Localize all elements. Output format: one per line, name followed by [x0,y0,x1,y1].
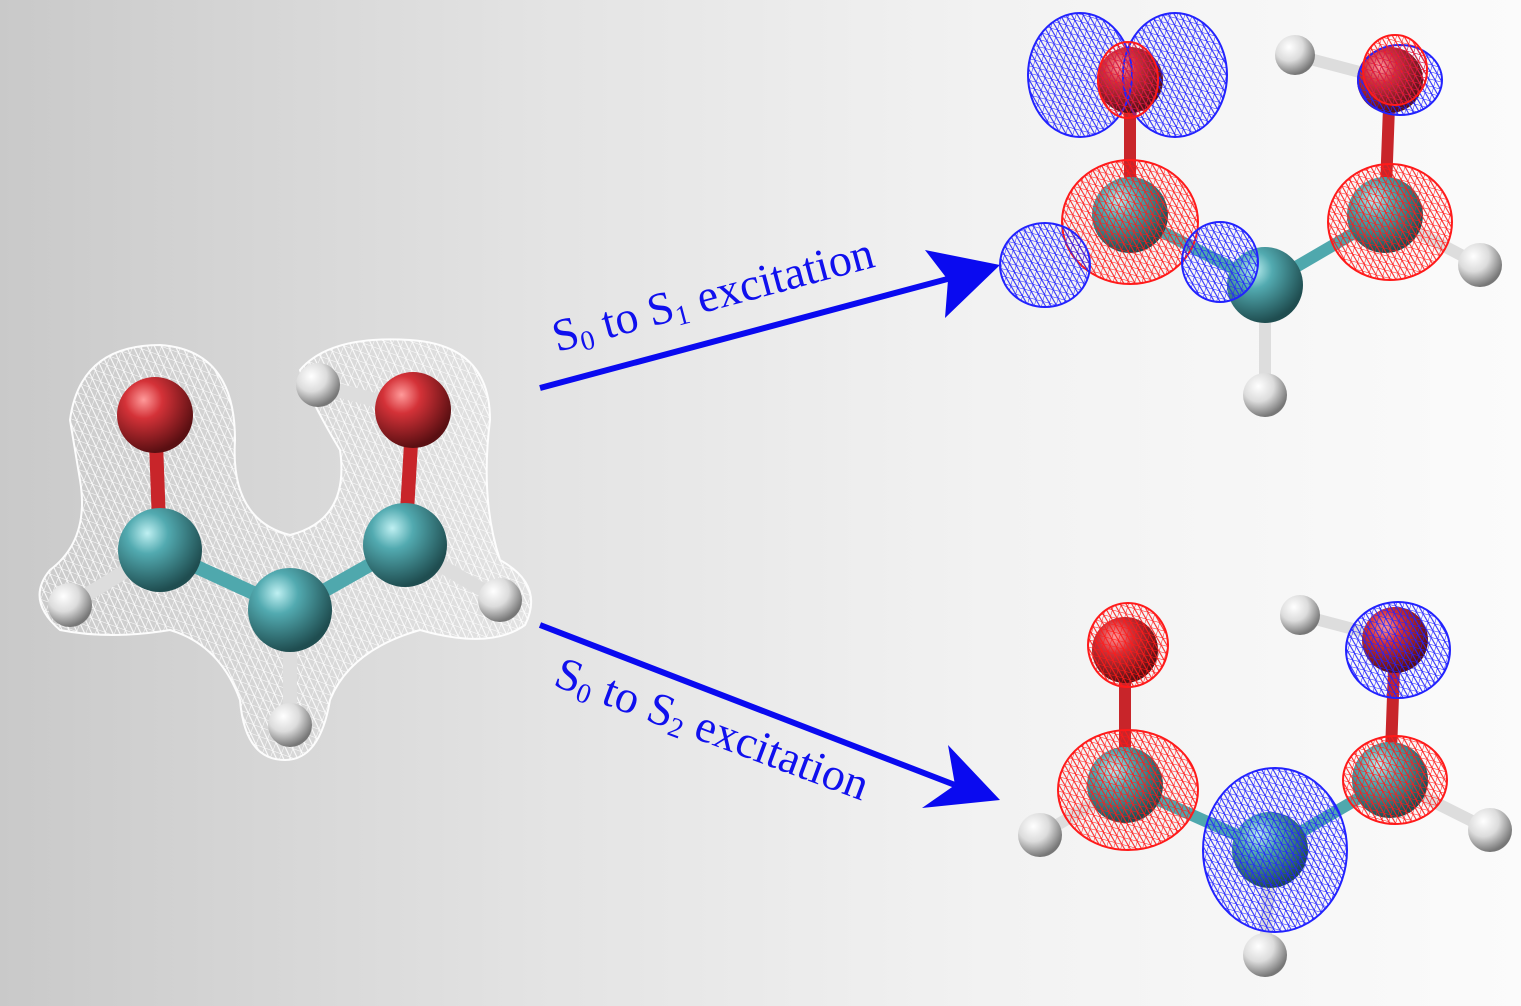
oxygen-atom [375,372,451,448]
oxygen-atom [117,377,193,453]
hydrogen-atom [1468,808,1512,852]
hydrogen-atom [48,583,92,627]
carbon-atom [118,508,202,592]
s0-to-s2-label: S0 to S2 excitation [547,647,876,813]
hydrogen-atom [1018,813,1062,857]
hydrogen-atom [1280,595,1320,635]
positive-orbital-lobe [1097,41,1159,119]
hydrogen-atom [1275,35,1315,75]
carbon-atom [363,503,447,587]
positive-orbital-lobe [1061,159,1199,285]
positive-orbital-lobe [1362,34,1428,106]
positive-orbital-lobe [1327,163,1453,281]
hydrogen-atom [478,578,522,622]
s2-excited-molecule [1018,595,1512,977]
hydrogen-atom [268,703,312,747]
ground-state-molecule [38,338,533,762]
hydrogen-atom [296,363,340,407]
hydrogen-atom [1458,243,1502,287]
negative-orbital-lobe [1345,601,1451,699]
negative-orbital-lobe [1202,767,1348,933]
s1-excited-molecule [999,12,1502,417]
hydrogen-atom [1243,933,1287,977]
positive-orbital-lobe [1342,735,1448,825]
arrow-head-s1 [925,250,1000,318]
hydrogen-atom [1243,373,1287,417]
negative-orbital-lobe [1181,221,1259,303]
positive-orbital-lobe [1057,729,1199,851]
positive-orbital-lobe [1087,602,1169,688]
arrow-head-s2 [922,745,1000,808]
arrow-to-s2 [538,622,957,788]
arrow-to-s1 [539,272,963,391]
carbon-atom [248,568,332,652]
negative-orbital-lobe [999,222,1091,308]
